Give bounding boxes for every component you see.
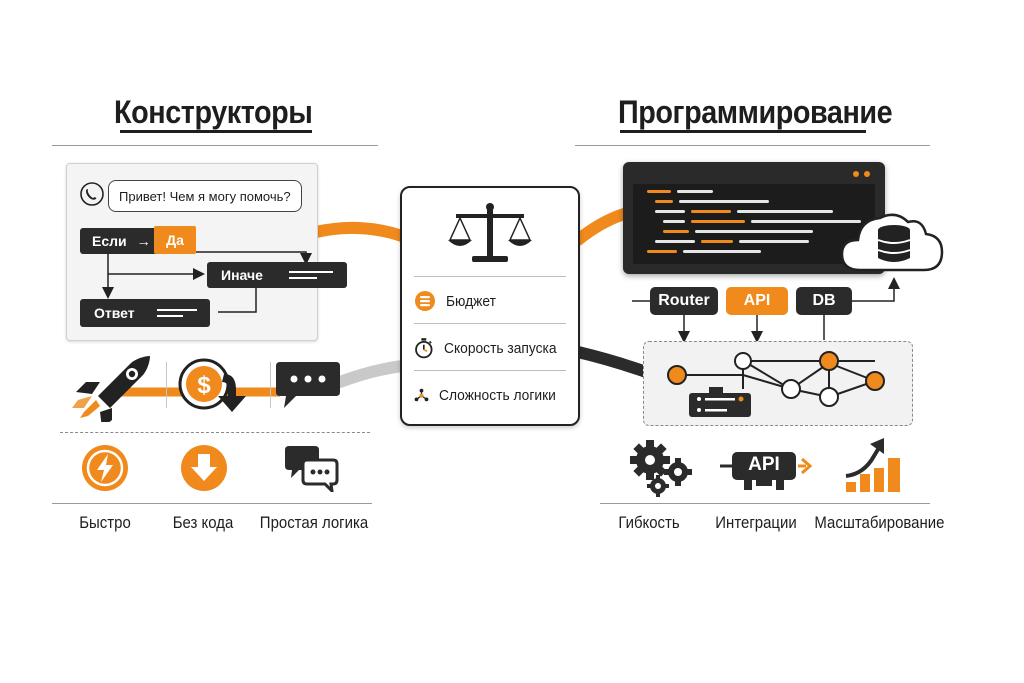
feature-label-flexibility: Гибкость <box>618 513 680 532</box>
right-bottom-rule <box>600 503 930 504</box>
phone-icon <box>80 182 104 206</box>
answer-label: Ответ <box>94 305 135 321</box>
dollar-down-icon: $ <box>178 358 246 412</box>
db-pill[interactable]: DB <box>796 287 852 315</box>
lightning-icon <box>82 445 128 491</box>
rocket-icon <box>72 356 150 422</box>
no-code-download-icon <box>181 445 227 491</box>
left-dashed-divider <box>60 432 370 433</box>
window-dot-orange-1 <box>853 171 859 177</box>
api-plug-icon <box>720 452 813 490</box>
code-line-1 <box>647 190 671 193</box>
yes-label: Да <box>166 232 184 248</box>
code-line-2 <box>655 200 673 203</box>
code-line-6 <box>655 240 695 243</box>
network-graph <box>667 351 885 417</box>
stopwatch-icon <box>415 338 433 359</box>
code-line-7 <box>647 250 677 253</box>
db-label: DB <box>812 292 836 309</box>
criteria-separator-2 <box>414 370 566 371</box>
growth-chart-icon <box>845 438 900 492</box>
feature-label-simple-logic: Простая логика <box>259 513 369 532</box>
chat-greeting-bubble: Привет! Чем я могу помочь? <box>108 180 302 212</box>
feature-label-fast: Быстро <box>79 513 131 532</box>
left-title-underline <box>120 130 312 133</box>
feature-label-scaling: Масштабирование <box>814 513 945 532</box>
left-title: Конструкторы <box>114 94 313 130</box>
code-line-2b <box>679 200 769 203</box>
criteria-card: Бюджет Скорость запуска Сложность логики <box>400 186 580 426</box>
criteria-logic-complexity: Сложность логики <box>414 372 566 418</box>
else-node[interactable]: Иначе <box>207 262 347 288</box>
right-top-rule <box>575 145 930 146</box>
code-editor-window <box>623 162 885 274</box>
if-node[interactable]: Если → <box>80 228 158 254</box>
left-top-rule <box>52 145 378 146</box>
else-lines <box>288 271 333 279</box>
chat-dots-icon <box>276 362 340 408</box>
left-icon-divider-1 <box>166 362 167 408</box>
criteria-budget: Бюджет <box>414 278 566 324</box>
criteria-logic-complexity-label: Сложность логики <box>439 386 556 404</box>
right-title: Программирование <box>618 94 893 130</box>
if-arrow: → <box>136 233 151 249</box>
criteria-separator-0 <box>414 276 566 277</box>
gears-icon <box>630 440 692 497</box>
code-line-4b <box>691 220 745 223</box>
code-area <box>633 184 875 264</box>
stack-connectors <box>632 277 900 343</box>
code-line-3c <box>737 210 833 213</box>
criteria-launch-speed-label: Скорость запуска <box>443 339 557 357</box>
right-title-underline <box>620 130 866 133</box>
if-label: Если <box>92 233 127 249</box>
code-line-5 <box>663 230 689 233</box>
criteria-launch-speed: Скорость запуска <box>414 325 566 371</box>
criteria-separator-1 <box>414 323 566 324</box>
router-label: Router <box>658 292 710 309</box>
cloud-database-icon <box>840 213 944 272</box>
left-icon-divider-2 <box>270 362 271 408</box>
code-line-5b <box>695 230 813 233</box>
else-label: Иначе <box>221 267 263 283</box>
router-pill[interactable]: Router <box>650 287 718 315</box>
criteria-budget-label: Бюджет <box>446 292 496 310</box>
code-line-7b <box>683 250 761 253</box>
code-line-6c <box>739 240 809 243</box>
svg-text:$: $ <box>197 372 211 399</box>
code-line-6b <box>701 240 733 243</box>
code-line-4 <box>663 220 685 223</box>
code-line-1b <box>677 190 713 193</box>
answer-lines <box>156 309 197 317</box>
answer-node[interactable]: Ответ <box>80 299 210 327</box>
scales-icon <box>448 203 532 262</box>
coins-icon <box>415 291 435 311</box>
window-dot-orange-2 <box>864 171 870 177</box>
code-line-4c <box>751 220 861 223</box>
chat-greeting-text: Привет! Чем я могу помочь? <box>119 188 291 204</box>
network-icon <box>414 388 429 402</box>
api-pill[interactable]: API <box>726 287 788 315</box>
api-label: API <box>743 292 771 309</box>
chat-bubbles-icon <box>285 446 339 492</box>
feature-label-no-code: Без кода <box>172 513 234 532</box>
api-badge-text: API <box>748 454 780 475</box>
left-bottom-rule <box>52 503 372 504</box>
feature-label-integrations: Интеграции <box>715 513 797 532</box>
code-line-3 <box>655 210 685 213</box>
flow-connectors <box>102 251 312 313</box>
code-line-3b <box>691 210 731 213</box>
yes-node[interactable]: Да <box>154 226 196 254</box>
